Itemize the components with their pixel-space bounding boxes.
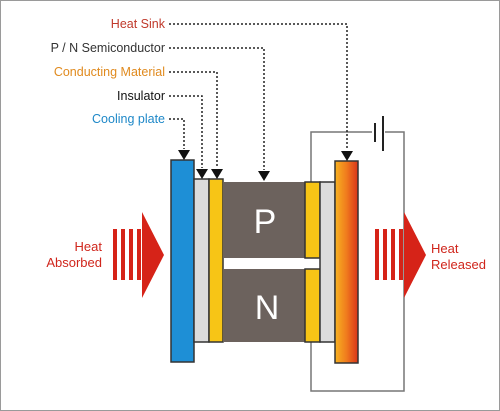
heat-released-arrow-icon xyxy=(375,212,426,298)
circuit-wire xyxy=(310,131,405,392)
conducting-material-right-top xyxy=(304,181,321,259)
conducting-material-right-bottom xyxy=(304,268,321,343)
cooling-plate-leader xyxy=(169,118,185,149)
heat-released-line1: Heat xyxy=(431,241,459,256)
pn-semiconductor-leader xyxy=(169,47,265,170)
insulator-label: Insulator xyxy=(117,89,165,103)
pn-arrowhead xyxy=(258,171,270,181)
insulator-left xyxy=(193,178,210,343)
conducting-material-label: Conducting Material xyxy=(54,65,165,79)
battery-icon xyxy=(374,116,384,151)
leader-lines xyxy=(169,23,348,170)
heat-sink-arrowhead xyxy=(341,151,353,161)
pn-semiconductor-label: P / N Semiconductor xyxy=(51,41,165,55)
heat-absorbed-line1: Heat xyxy=(75,239,103,254)
conducting-material-leader xyxy=(169,71,218,168)
cooling-plate xyxy=(170,159,195,363)
conducting-arrowhead xyxy=(211,169,223,179)
leader-arrowheads xyxy=(178,150,353,181)
insulator-right xyxy=(319,181,336,343)
heat-absorbed-line2: Absorbed xyxy=(46,255,102,270)
insulator-leader xyxy=(169,95,203,168)
conducting-material-left xyxy=(208,178,224,343)
n-semiconductor xyxy=(223,269,307,342)
p-semiconductor xyxy=(223,182,307,258)
n-label: N xyxy=(255,289,280,327)
heat-released-line2: Released xyxy=(431,257,486,272)
insulator-arrowhead xyxy=(196,169,208,179)
heat-sink-label: Heat Sink xyxy=(111,17,166,31)
heat-sink-leader xyxy=(169,23,348,150)
cooling-plate-arrowhead xyxy=(178,150,190,160)
heat-sink xyxy=(334,160,359,364)
heat-absorbed-arrow-icon xyxy=(113,212,164,298)
p-label: P xyxy=(254,203,277,241)
cooling-plate-label: Cooling plate xyxy=(92,112,165,126)
